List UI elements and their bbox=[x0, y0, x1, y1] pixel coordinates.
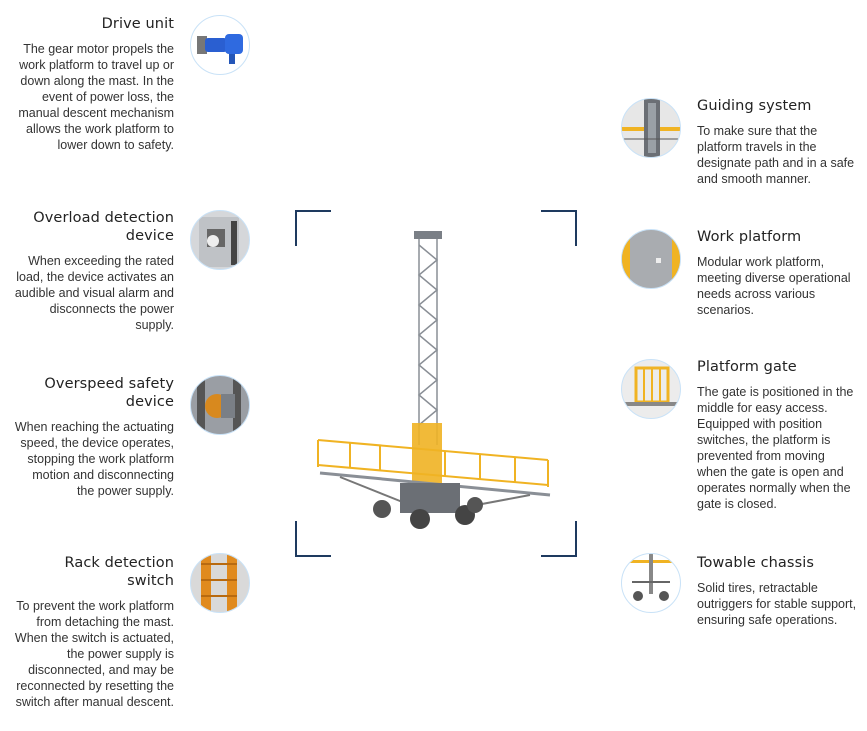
platform-gate-image bbox=[621, 359, 681, 419]
feature-desc: The gate is positioned in the middle for… bbox=[697, 385, 854, 511]
feature-overspeed-safety: Overspeed safety device When reaching th… bbox=[14, 375, 174, 499]
feature-rack-detection: Rack detection switch To prevent the wor… bbox=[14, 554, 174, 710]
feature-guiding-system: Guiding system To make sure that the pla… bbox=[697, 97, 857, 187]
mast-climbing-platform-image bbox=[317, 231, 551, 529]
frame-corner-top-right bbox=[541, 210, 577, 246]
feature-drive-unit: Drive unit The gear motor propels the wo… bbox=[14, 15, 174, 153]
frame-corner-bottom-left bbox=[295, 521, 331, 557]
frame-corner-top-left bbox=[295, 210, 331, 246]
feature-platform-gate: Platform gate The gate is positioned in … bbox=[697, 358, 857, 512]
overspeed-device-image bbox=[190, 375, 250, 435]
frame-corner-bottom-right bbox=[541, 521, 577, 557]
overload-device-image bbox=[190, 210, 250, 270]
feature-title: Rack detection switch bbox=[64, 555, 174, 589]
feature-desc: To prevent the work platform from detach… bbox=[14, 599, 174, 709]
guiding-system-image bbox=[621, 98, 681, 158]
feature-work-platform: Work platform Modular work platform, mee… bbox=[697, 228, 857, 318]
drive-unit-image bbox=[190, 15, 250, 75]
feature-desc: Solid tires, retractable outriggers for … bbox=[697, 581, 857, 627]
feature-desc: The gear motor propels the work platform… bbox=[18, 42, 174, 152]
feature-towable-chassis: Towable chassis Solid tires, retractable… bbox=[697, 554, 857, 628]
feature-desc: Modular work platform, meeting diverse o… bbox=[697, 255, 851, 317]
feature-title: Work platform bbox=[697, 229, 802, 245]
feature-title: Overspeed safety device bbox=[44, 376, 174, 410]
feature-desc: When exceeding the rated load, the devic… bbox=[14, 254, 174, 332]
feature-title: Overload detection device bbox=[33, 210, 174, 244]
feature-title: Drive unit bbox=[101, 16, 174, 32]
feature-desc: To make sure that the platform travels i… bbox=[697, 124, 855, 186]
feature-title: Towable chassis bbox=[697, 555, 815, 571]
feature-desc: When reaching the actuating speed, the d… bbox=[14, 420, 174, 498]
towable-chassis-image bbox=[621, 553, 681, 613]
work-platform-image bbox=[621, 229, 681, 289]
rack-switch-image bbox=[190, 553, 250, 613]
feature-title: Platform gate bbox=[697, 359, 797, 375]
feature-title: Guiding system bbox=[697, 98, 812, 114]
feature-overload-detection: Overload detection device When exceeding… bbox=[14, 209, 174, 333]
